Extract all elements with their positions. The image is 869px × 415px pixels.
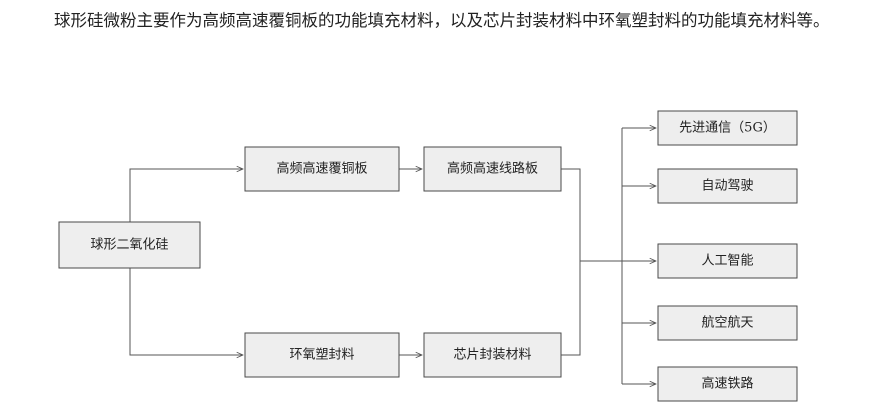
node-label: 航空航天 (701, 315, 753, 331)
node-high-freq-pcb: 高频高速线路板 (423, 146, 562, 192)
node-app-5g: 先进通信（5G） (657, 110, 798, 146)
edge-source-to-ccl (129, 169, 243, 222)
edge-packaging-to-bus (561, 261, 581, 356)
node-high-freq-ccl: 高频高速覆铜板 (244, 146, 400, 192)
node-label: 球形二氧化硅 (90, 238, 168, 253)
node-app-high-speed-rail: 高速铁路 (657, 366, 798, 402)
node-spherical-silica: 球形二氧化硅 (58, 221, 201, 269)
node-app-ai: 人工智能 (657, 243, 798, 279)
node-label: 环氧塑封料 (289, 348, 354, 363)
node-label: 高频高速覆铜板 (276, 161, 367, 177)
node-chip-packaging: 芯片封装材料 (423, 332, 562, 378)
edge-source-to-emc (129, 268, 243, 355)
edge-pcb-to-bus (561, 168, 581, 261)
node-label: 高速铁路 (701, 376, 753, 392)
node-epoxy-molding: 环氧塑封料 (244, 332, 400, 378)
node-label: 芯片封装材料 (453, 348, 531, 363)
intro-paragraph: 球形硅微粉主要作为高频高速覆铜板的功能填充材料，以及芯片封装材料中环氧塑封料的功… (54, 11, 830, 30)
node-app-autonomous-driving: 自动驾驶 (657, 168, 798, 204)
node-app-aerospace: 航空航天 (657, 305, 798, 341)
node-label: 自动驾驶 (701, 179, 753, 194)
node-label: 高频高速线路板 (447, 161, 538, 177)
node-label: 人工智能 (701, 254, 753, 269)
diagram-edges (129, 128, 656, 384)
node-label: 先进通信（5G） (679, 121, 776, 136)
